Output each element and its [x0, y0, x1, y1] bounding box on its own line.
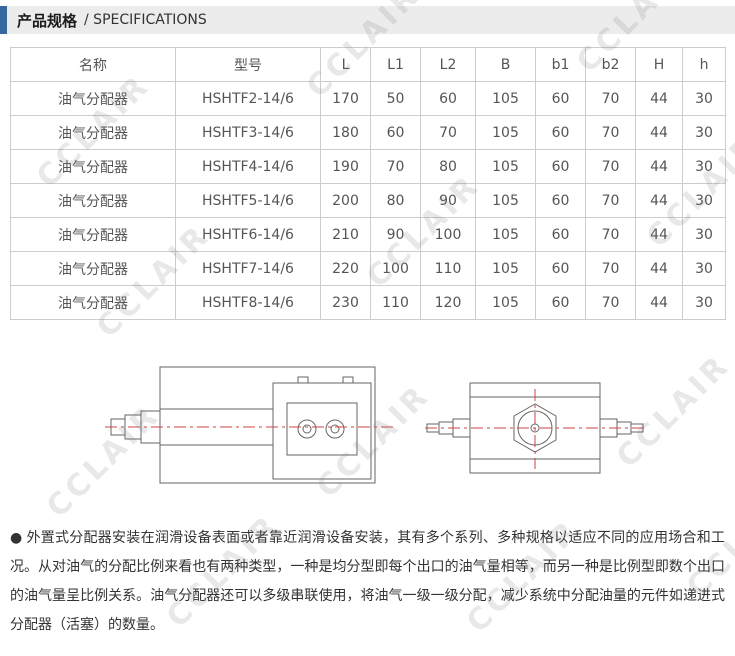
cell: 30 [682, 149, 726, 184]
col-header-h: h [682, 47, 726, 82]
cell: 90 [370, 217, 421, 252]
cell: 90 [420, 183, 476, 218]
cell: 44 [635, 183, 683, 218]
cell: 105 [475, 285, 536, 320]
cell: 230 [320, 285, 371, 320]
cell: 80 [420, 149, 476, 184]
cell: 70 [585, 81, 636, 116]
table-header-row: 名称 型号 L L1 L2 B b1 b2 H h [10, 47, 726, 82]
cell: 100 [370, 251, 421, 286]
cell: 30 [682, 81, 726, 116]
col-header-L2: L2 [420, 47, 476, 82]
cell: 44 [635, 251, 683, 286]
table-row: 油气分配器 HSHTF2-14/6 170 50 60 105 60 70 44… [10, 81, 726, 116]
spec-table: 名称 型号 L L1 L2 B b1 b2 H h 油气分配器 HSHTF2-1… [10, 47, 726, 320]
cell: 30 [682, 183, 726, 218]
cell-name: 油气分配器 [10, 115, 176, 150]
cell-name: 油气分配器 [10, 217, 176, 252]
cell: 60 [535, 183, 586, 218]
cell-model: HSHTF2-14/6 [175, 81, 321, 116]
cell: 70 [420, 115, 476, 150]
cell-model: HSHTF8-14/6 [175, 285, 321, 320]
cell: 30 [682, 251, 726, 286]
cell: 80 [370, 183, 421, 218]
col-header-L1: L1 [370, 47, 421, 82]
product-description: ●外置式分配器安装在润滑设备表面或者靠近润滑设备安装，其有多个系列、多种规格以适… [10, 524, 725, 640]
cell: 110 [420, 251, 476, 286]
cell: 190 [320, 149, 371, 184]
cell: 220 [320, 251, 371, 286]
cell: 70 [585, 115, 636, 150]
cell: 170 [320, 81, 371, 116]
cell: 105 [475, 81, 536, 116]
cell-name: 油气分配器 [10, 81, 176, 116]
cell: 180 [320, 115, 371, 150]
cell-name: 油气分配器 [10, 251, 176, 286]
col-header-b2: b2 [585, 47, 636, 82]
cell: 44 [635, 285, 683, 320]
cell: 105 [475, 217, 536, 252]
cell-model: HSHTF6-14/6 [175, 217, 321, 252]
cell: 44 [635, 81, 683, 116]
cell: 30 [682, 115, 726, 150]
cell: 60 [535, 81, 586, 116]
cell: 100 [420, 217, 476, 252]
cell: 105 [475, 251, 536, 286]
section-header: 产品规格 / SPECIFICATIONS [0, 6, 735, 34]
page-subtitle: / SPECIFICATIONS [84, 12, 207, 28]
cell: 120 [420, 285, 476, 320]
table-row: 油气分配器 HSHTF6-14/6 210 90 100 105 60 70 4… [10, 217, 726, 252]
cell: 60 [535, 149, 586, 184]
technical-drawings [0, 365, 735, 500]
cell-model: HSHTF3-14/6 [175, 115, 321, 150]
cell: 70 [585, 217, 636, 252]
col-header-L: L [320, 47, 371, 82]
table-row: 油气分配器 HSHTF3-14/6 180 60 70 105 60 70 44… [10, 115, 726, 150]
cell: 60 [370, 115, 421, 150]
cell-name: 油气分配器 [10, 149, 176, 184]
cell: 70 [370, 149, 421, 184]
cell: 200 [320, 183, 371, 218]
bullet-icon: ● [10, 530, 23, 546]
distributor-end-view-drawing [425, 382, 645, 474]
cell: 105 [475, 149, 536, 184]
cell-model: HSHTF7-14/6 [175, 251, 321, 286]
table-row: 油气分配器 HSHTF8-14/6 230 110 120 105 60 70 … [10, 285, 726, 320]
description-text: 外置式分配器安装在润滑设备表面或者靠近润滑设备安装，其有多个系列、多种规格以适应… [10, 530, 726, 633]
cell: 60 [420, 81, 476, 116]
cell-model: HSHTF5-14/6 [175, 183, 321, 218]
cell: 70 [585, 285, 636, 320]
col-header-b1: b1 [535, 47, 586, 82]
cell: 44 [635, 217, 683, 252]
col-header-name: 名称 [10, 47, 176, 82]
cell: 30 [682, 217, 726, 252]
table-row: 油气分配器 HSHTF5-14/6 200 80 90 105 60 70 44… [10, 183, 726, 218]
cell: 60 [535, 217, 586, 252]
cell: 30 [682, 285, 726, 320]
cell: 60 [535, 115, 586, 150]
cell: 60 [535, 251, 586, 286]
cell: 70 [585, 183, 636, 218]
cell: 110 [370, 285, 421, 320]
cell: 70 [585, 251, 636, 286]
table-row: 油气分配器 HSHTF7-14/6 220 100 110 105 60 70 … [10, 251, 726, 286]
page-title: 产品规格 [17, 11, 78, 30]
cell: 70 [585, 149, 636, 184]
cell-name: 油气分配器 [10, 285, 176, 320]
col-header-model: 型号 [175, 47, 321, 82]
cell-name: 油气分配器 [10, 183, 176, 218]
cell: 105 [475, 183, 536, 218]
cell: 44 [635, 115, 683, 150]
col-header-H: H [635, 47, 683, 82]
cell: 210 [320, 217, 371, 252]
cell: 60 [535, 285, 586, 320]
header-accent-bar [0, 6, 7, 34]
col-header-B: B [475, 47, 536, 82]
cell-model: HSHTF4-14/6 [175, 149, 321, 184]
table-row: 油气分配器 HSHTF4-14/6 190 70 80 105 60 70 44… [10, 149, 726, 184]
distributor-side-view-drawing [105, 366, 395, 484]
cell: 105 [475, 115, 536, 150]
cell: 50 [370, 81, 421, 116]
cell: 44 [635, 149, 683, 184]
